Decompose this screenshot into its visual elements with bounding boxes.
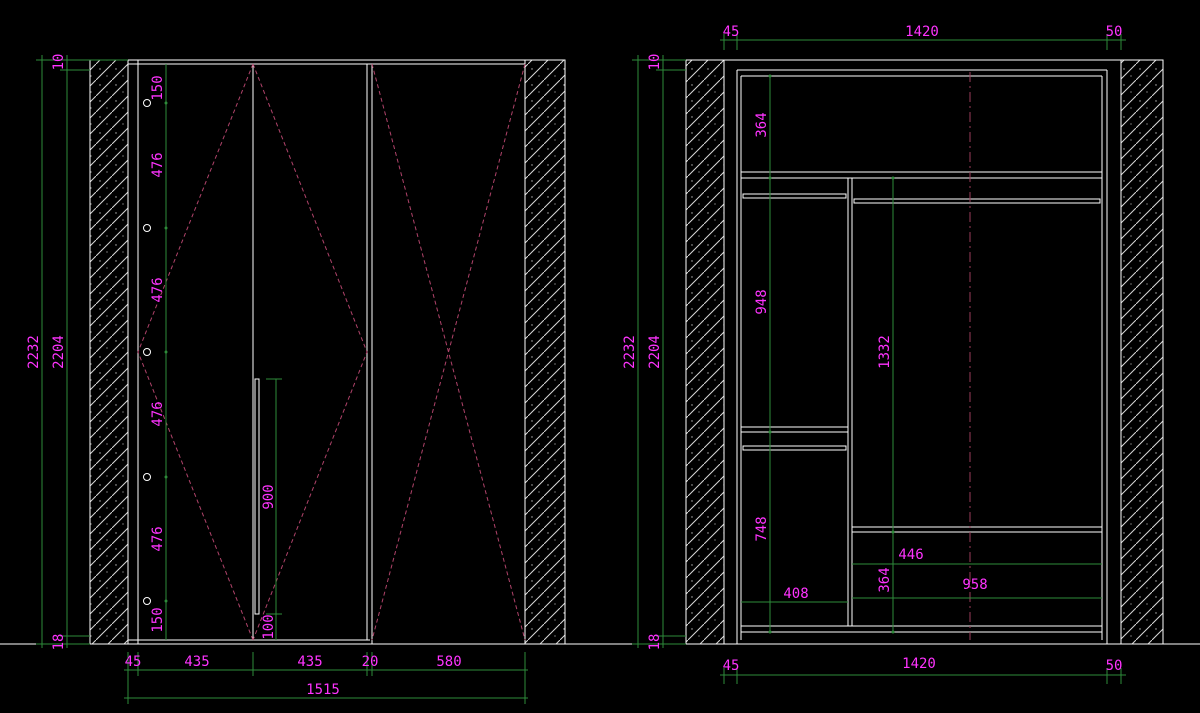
top-shelf-label: 364 [754, 112, 770, 137]
bottom-width-0: 45 [723, 658, 740, 674]
hinge-dim-2: 476 [150, 277, 166, 302]
overall-height-label-2: 2232 [622, 335, 638, 369]
handle-length-label: 900 [261, 484, 277, 509]
left-elevation: 2232 2204 10 18 150 476 476 476 476 150 … [26, 54, 566, 704]
top-gap-label: 10 [51, 54, 67, 71]
left-lower-label: 748 [754, 516, 770, 541]
door-handle [254, 378, 260, 615]
inner-height-label: 2204 [51, 335, 67, 369]
top-width-2: 50 [1106, 24, 1123, 40]
top-width-1: 1420 [905, 24, 939, 40]
total-width-label: 1515 [306, 682, 340, 698]
hinge-dim-4: 476 [150, 526, 166, 551]
hinge-dim-0: 150 [150, 75, 166, 100]
right-wall-hatch [524, 59, 566, 645]
door-frame [127, 59, 526, 645]
top-gap-label-2: 10 [647, 54, 663, 71]
width-dim-0: 45 [125, 654, 142, 670]
width-dim-4: 580 [436, 654, 461, 670]
hinge-dim-1: 476 [150, 152, 166, 177]
width-dim-2: 435 [297, 654, 322, 670]
right-hanging-label: 1332 [877, 335, 893, 369]
fixed-panel-x2 [371, 63, 526, 641]
handle-offset-label: 100 [261, 614, 277, 639]
left-wall-hatch-2 [685, 59, 725, 645]
bottom-width-2: 50 [1106, 658, 1123, 674]
inner-height-label-2: 2204 [647, 335, 663, 369]
right-hanging-rod [853, 198, 1101, 204]
hinge-dim-3: 476 [150, 401, 166, 426]
left-hanging-rod [742, 193, 847, 199]
top-width-0: 45 [723, 24, 740, 40]
hinge-icons [143, 99, 151, 605]
hinge-dim-5: 150 [150, 607, 166, 632]
right-wall-hatch-2 [1120, 59, 1164, 645]
left-width-label: 408 [783, 586, 808, 602]
bottom-gap-label-2: 18 [647, 634, 663, 651]
right-width-label: 958 [962, 577, 987, 593]
right-elevation: 45 1420 50 2232 2204 10 18 364 948 748 1… [622, 24, 1164, 684]
overall-height-label: 2232 [26, 335, 42, 369]
drawer-width-label: 446 [898, 547, 923, 563]
bottom-gap-label: 18 [51, 634, 67, 651]
width-dim-1: 435 [184, 654, 209, 670]
left-door-swing [137, 63, 254, 641]
bottom-width-1: 1420 [902, 656, 936, 672]
left-lower-rod [742, 445, 847, 451]
right-lower-label: 364 [877, 567, 893, 592]
cabinet-outline [723, 59, 1122, 645]
left-hanging-label: 948 [754, 289, 770, 314]
width-dim-3: 20 [362, 654, 379, 670]
left-wall-hatch [89, 59, 129, 645]
right-door-swing [252, 63, 368, 641]
